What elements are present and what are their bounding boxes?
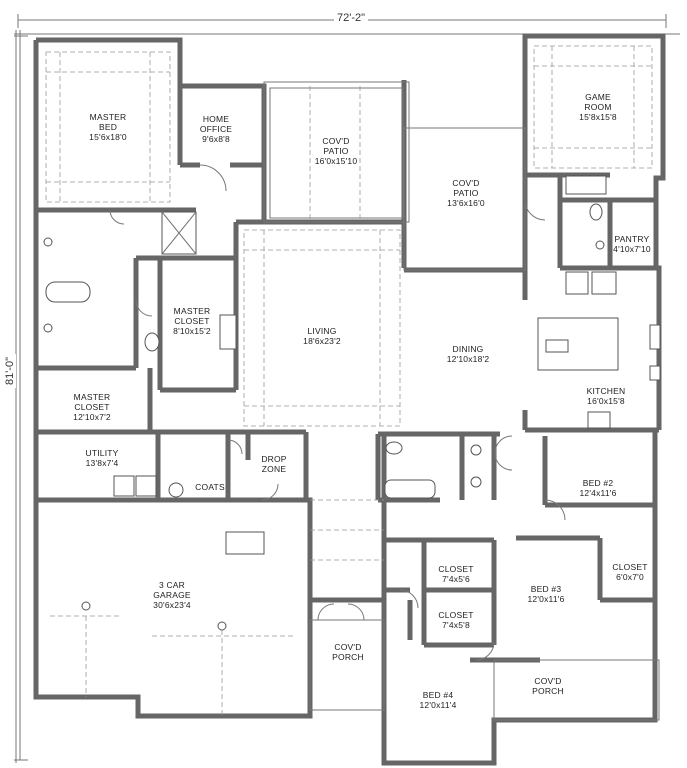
room-size: 12'0x11'6 [527,594,565,604]
room-name: KITCHEN [586,386,626,396]
room-name: CLOSET [612,562,648,572]
room-size: 18'6x23'2 [303,336,341,346]
fixtures [43,175,661,631]
room-size: 8'10x15'2 [173,326,211,336]
room-size: 9'6x8'8 [202,134,230,144]
room-name: GAME ROOM [584,92,612,112]
room-name: DROP ZONE [261,454,287,474]
covered-outdoor-areas [263,81,660,721]
room-name: COV'D PORCH [532,676,564,696]
room-size: 12'10x7'2 [73,412,111,422]
room-size: 16'0x15'10 [314,156,358,166]
room-name: BED #2 [582,478,614,488]
room-name: HOME OFFICE [199,114,233,134]
room-name: LIVING [307,326,337,336]
room-size: 12'0x11'4 [419,700,457,710]
room-covd-porch-1: COV'D PORCH [332,642,364,662]
room-name: COV'D PATIO [452,178,480,198]
room-size: 30'6x23'4 [153,600,191,610]
doors [109,164,566,661]
overall-width-label: 72'-2" [334,12,369,24]
room-name: BED #4 [422,690,454,700]
room-size: 16'0x15'8 [587,396,625,406]
room-size: 15'6x18'0 [89,132,127,142]
room-name: BED #3 [530,584,562,594]
room-name: DINING [452,344,484,354]
room-name: PANTRY [614,234,650,244]
overall-depth-label: 81'-0" [4,353,16,388]
room-drop-zone: DROP ZONE [261,454,286,474]
room-size: 12'4x11'6 [579,488,617,498]
room-size: 7'4x5'6 [442,574,470,584]
room-name: CLOSET [438,610,474,620]
room-name: UTILITY [85,448,119,458]
room-size: 7'4x5'8 [442,620,470,630]
room-size: 4'10x7'10 [613,244,651,254]
room-size: 13'6x16'0 [447,198,485,208]
room-size: 15'8x15'8 [579,112,617,122]
room-name: MASTER CLOSET [73,392,111,412]
room-name: 3 CAR GARAGE [153,580,191,600]
room-coats: COATS [195,482,225,492]
room-name: MASTER BED [89,112,127,132]
room-covd-porch-2: COV'D PORCH [532,676,564,696]
room-size: 12'10x18'2 [446,354,490,364]
room-size: 6'0x7'0 [616,572,644,582]
room-name: COV'D PORCH [332,642,364,662]
room-name: CLOSET [438,564,474,574]
ceiling-lines [45,45,653,716]
room-name: COV'D PATIO [322,136,350,156]
room-size: 13'8x7'4 [85,458,119,468]
room-name: MASTER CLOSET [173,306,211,326]
room-name: COATS [195,482,225,492]
